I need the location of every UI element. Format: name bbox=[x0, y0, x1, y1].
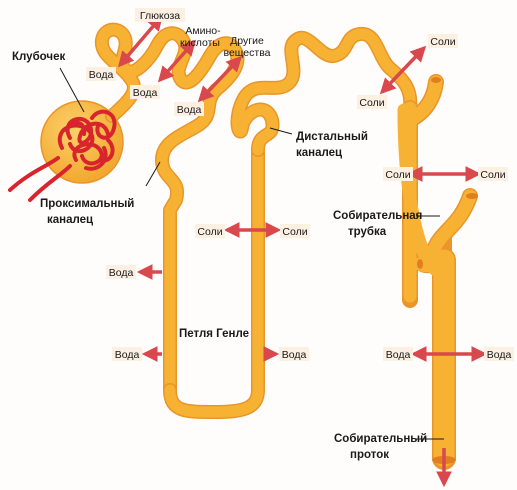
label-distal-1: Дистальный bbox=[296, 131, 368, 143]
water-duct-left: Вода bbox=[386, 349, 411, 361]
water-prox-2: Вода bbox=[133, 87, 158, 99]
label-collecting-duct-2: проток bbox=[350, 449, 389, 461]
water-prox-1: Вода bbox=[89, 69, 114, 81]
salts-distal-top: Соли bbox=[430, 36, 455, 48]
label-distal-2: каналец bbox=[296, 147, 342, 159]
water-duct-right: Вода bbox=[487, 349, 512, 361]
label-loop: Петля Генле bbox=[179, 328, 249, 340]
salts-tube-right: Соли bbox=[480, 169, 505, 181]
salts-loop-right: Соли bbox=[282, 226, 307, 238]
salts-tube-left: Соли bbox=[385, 169, 410, 181]
pointer-lines bbox=[59, 67, 444, 440]
glomerulus-capillaries bbox=[8, 109, 117, 202]
label-glomerulus: Клубочек bbox=[12, 51, 65, 63]
water-loop-right: Вода bbox=[282, 349, 307, 361]
arrow-other bbox=[197, 55, 243, 103]
arrow-distal-salts bbox=[379, 45, 427, 95]
water-prox-3: Вода bbox=[177, 104, 202, 116]
salts-distal-bottom: Соли bbox=[359, 97, 384, 109]
label-other-2: вещества bbox=[223, 47, 270, 59]
transport-arrows bbox=[117, 14, 488, 488]
label-collecting-tube-2: трубка bbox=[348, 226, 387, 238]
arrow-amino bbox=[157, 39, 197, 83]
label-collecting-tube-1: Собирательная bbox=[333, 210, 422, 222]
label-amino-1: Амино- bbox=[185, 25, 221, 37]
water-loop-left: Вода bbox=[115, 349, 140, 361]
water-loop-upper: Вода bbox=[109, 267, 134, 279]
label-collecting-duct-1: Собирательный bbox=[334, 433, 427, 445]
label-proximal-2: каналец bbox=[47, 214, 93, 226]
label-other-1: Другие bbox=[230, 35, 264, 47]
label-amino-2: кислоты bbox=[180, 37, 220, 49]
arrow-glucose bbox=[117, 14, 164, 68]
substance-tags bbox=[86, 8, 514, 361]
label-glucose: Глюкоза bbox=[140, 10, 180, 22]
salts-loop-left: Соли bbox=[197, 226, 222, 238]
label-proximal-1: Проксимальный bbox=[40, 198, 134, 210]
